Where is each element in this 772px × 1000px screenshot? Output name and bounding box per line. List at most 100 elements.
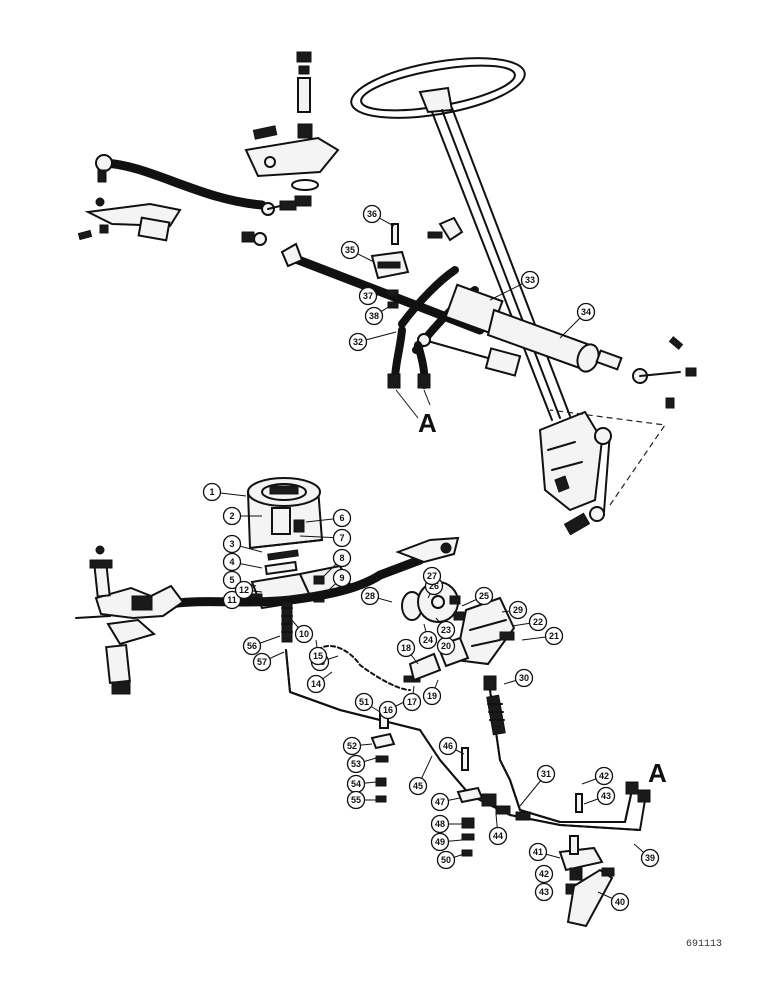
svg-text:21: 21 [549, 631, 559, 641]
callout-56: 56 [242, 636, 262, 656]
pitman-arm-bracket [244, 51, 340, 216]
callout-1: 1 [202, 482, 222, 502]
callout-36: 36 [362, 204, 382, 224]
svg-text:32: 32 [353, 337, 363, 347]
callout-54: 54 [346, 774, 366, 794]
callout-23: 23 [436, 620, 456, 640]
callout-31: 31 [536, 764, 556, 784]
hydraulic-pump [401, 581, 516, 736]
svg-text:17: 17 [407, 697, 417, 707]
svg-text:46: 46 [443, 741, 453, 751]
svg-text:16: 16 [383, 705, 393, 715]
callout-41: 41 [528, 842, 548, 862]
svg-text:55: 55 [351, 795, 361, 805]
svg-text:31: 31 [541, 769, 551, 779]
svg-text:42: 42 [539, 869, 549, 879]
callout-2: 2 [222, 506, 242, 526]
svg-text:20: 20 [441, 641, 451, 651]
svg-text:8: 8 [339, 553, 344, 563]
callout-20: 20 [436, 636, 456, 656]
svg-text:56: 56 [247, 641, 257, 651]
callout-40: 40 [610, 892, 630, 912]
section-marker-a-lower: A [648, 758, 667, 788]
svg-text:23: 23 [441, 625, 451, 635]
svg-text:43: 43 [539, 887, 549, 897]
callout-45: 45 [408, 776, 428, 796]
svg-text:12: 12 [239, 585, 249, 595]
svg-text:27: 27 [427, 571, 437, 581]
svg-text:26: 26 [429, 581, 439, 591]
svg-text:54: 54 [351, 779, 361, 789]
callout-47: 47 [430, 792, 450, 812]
callout-44: 44 [488, 826, 508, 846]
callout-57: 57 [252, 652, 272, 672]
svg-text:28: 28 [365, 591, 375, 601]
callout-37: 37 [358, 286, 378, 306]
callout-16: 16 [378, 700, 398, 720]
callout-labels: 1234567891011121314151617181920212223242… [202, 204, 660, 912]
callout-34: 34 [576, 302, 596, 322]
svg-text:34: 34 [581, 307, 591, 317]
callout-12: 12 [234, 580, 254, 600]
svg-text:51: 51 [359, 697, 369, 707]
svg-text:4: 4 [229, 557, 234, 567]
svg-text:14: 14 [311, 679, 321, 689]
callout-32: 32 [348, 332, 368, 352]
gear-linkage-dash [549, 409, 667, 506]
svg-text:39: 39 [645, 853, 655, 863]
drag-link [77, 154, 267, 242]
svg-text:41: 41 [533, 847, 543, 857]
hydraulic-reservoir [246, 477, 324, 550]
callout-51: 51 [354, 692, 374, 712]
svg-text:29: 29 [513, 605, 523, 615]
lower-brackets [370, 707, 615, 928]
svg-text:15: 15 [313, 651, 323, 661]
svg-text:2: 2 [229, 511, 234, 521]
callout-25: 25 [474, 586, 494, 606]
callout-52: 52 [342, 736, 362, 756]
svg-text:9: 9 [339, 573, 344, 583]
pump-lines [281, 601, 651, 831]
callout-42-lower: 42 [534, 864, 554, 884]
svg-text:1: 1 [209, 487, 214, 497]
section-marker-a-upper: A [418, 408, 437, 438]
callout-18: 18 [396, 638, 416, 658]
callout-22: 22 [528, 612, 548, 632]
svg-text:42: 42 [599, 771, 609, 781]
callout-29: 29 [508, 600, 528, 620]
callout-8: 8 [332, 548, 352, 568]
callout-30: 30 [514, 668, 534, 688]
svg-text:22: 22 [533, 617, 543, 627]
hydraulic-hoses-32 [387, 326, 431, 419]
svg-text:6: 6 [339, 513, 344, 523]
callout-35: 35 [340, 240, 360, 260]
svg-text:7: 7 [339, 533, 344, 543]
callout-24: 24 [418, 630, 438, 650]
svg-text:3: 3 [229, 539, 234, 549]
callout-33: 33 [520, 270, 540, 290]
callout-48: 48 [430, 814, 450, 834]
callout-10: 10 [294, 624, 314, 644]
svg-text:5: 5 [229, 575, 234, 585]
callout-53: 53 [346, 754, 366, 774]
svg-text:37: 37 [363, 291, 373, 301]
callout-15: 15 [308, 646, 328, 666]
steering-wheel-assembly [350, 57, 571, 421]
svg-text:52: 52 [347, 741, 357, 751]
steering-gear-box [538, 410, 612, 536]
svg-text:49: 49 [435, 837, 445, 847]
callout-9: 9 [332, 568, 352, 588]
front-axle-support [75, 536, 460, 695]
power-cylinder [398, 266, 697, 409]
callout-50: 50 [436, 850, 456, 870]
svg-text:18: 18 [401, 643, 411, 653]
callout-43: 43 [596, 786, 616, 806]
svg-text:50: 50 [441, 855, 451, 865]
callout-11: 11 [222, 590, 242, 610]
svg-text:53: 53 [351, 759, 361, 769]
svg-text:10: 10 [299, 629, 309, 639]
svg-text:25: 25 [479, 591, 489, 601]
callout-43-lower: 43 [534, 882, 554, 902]
clamp-assembly [370, 216, 464, 309]
